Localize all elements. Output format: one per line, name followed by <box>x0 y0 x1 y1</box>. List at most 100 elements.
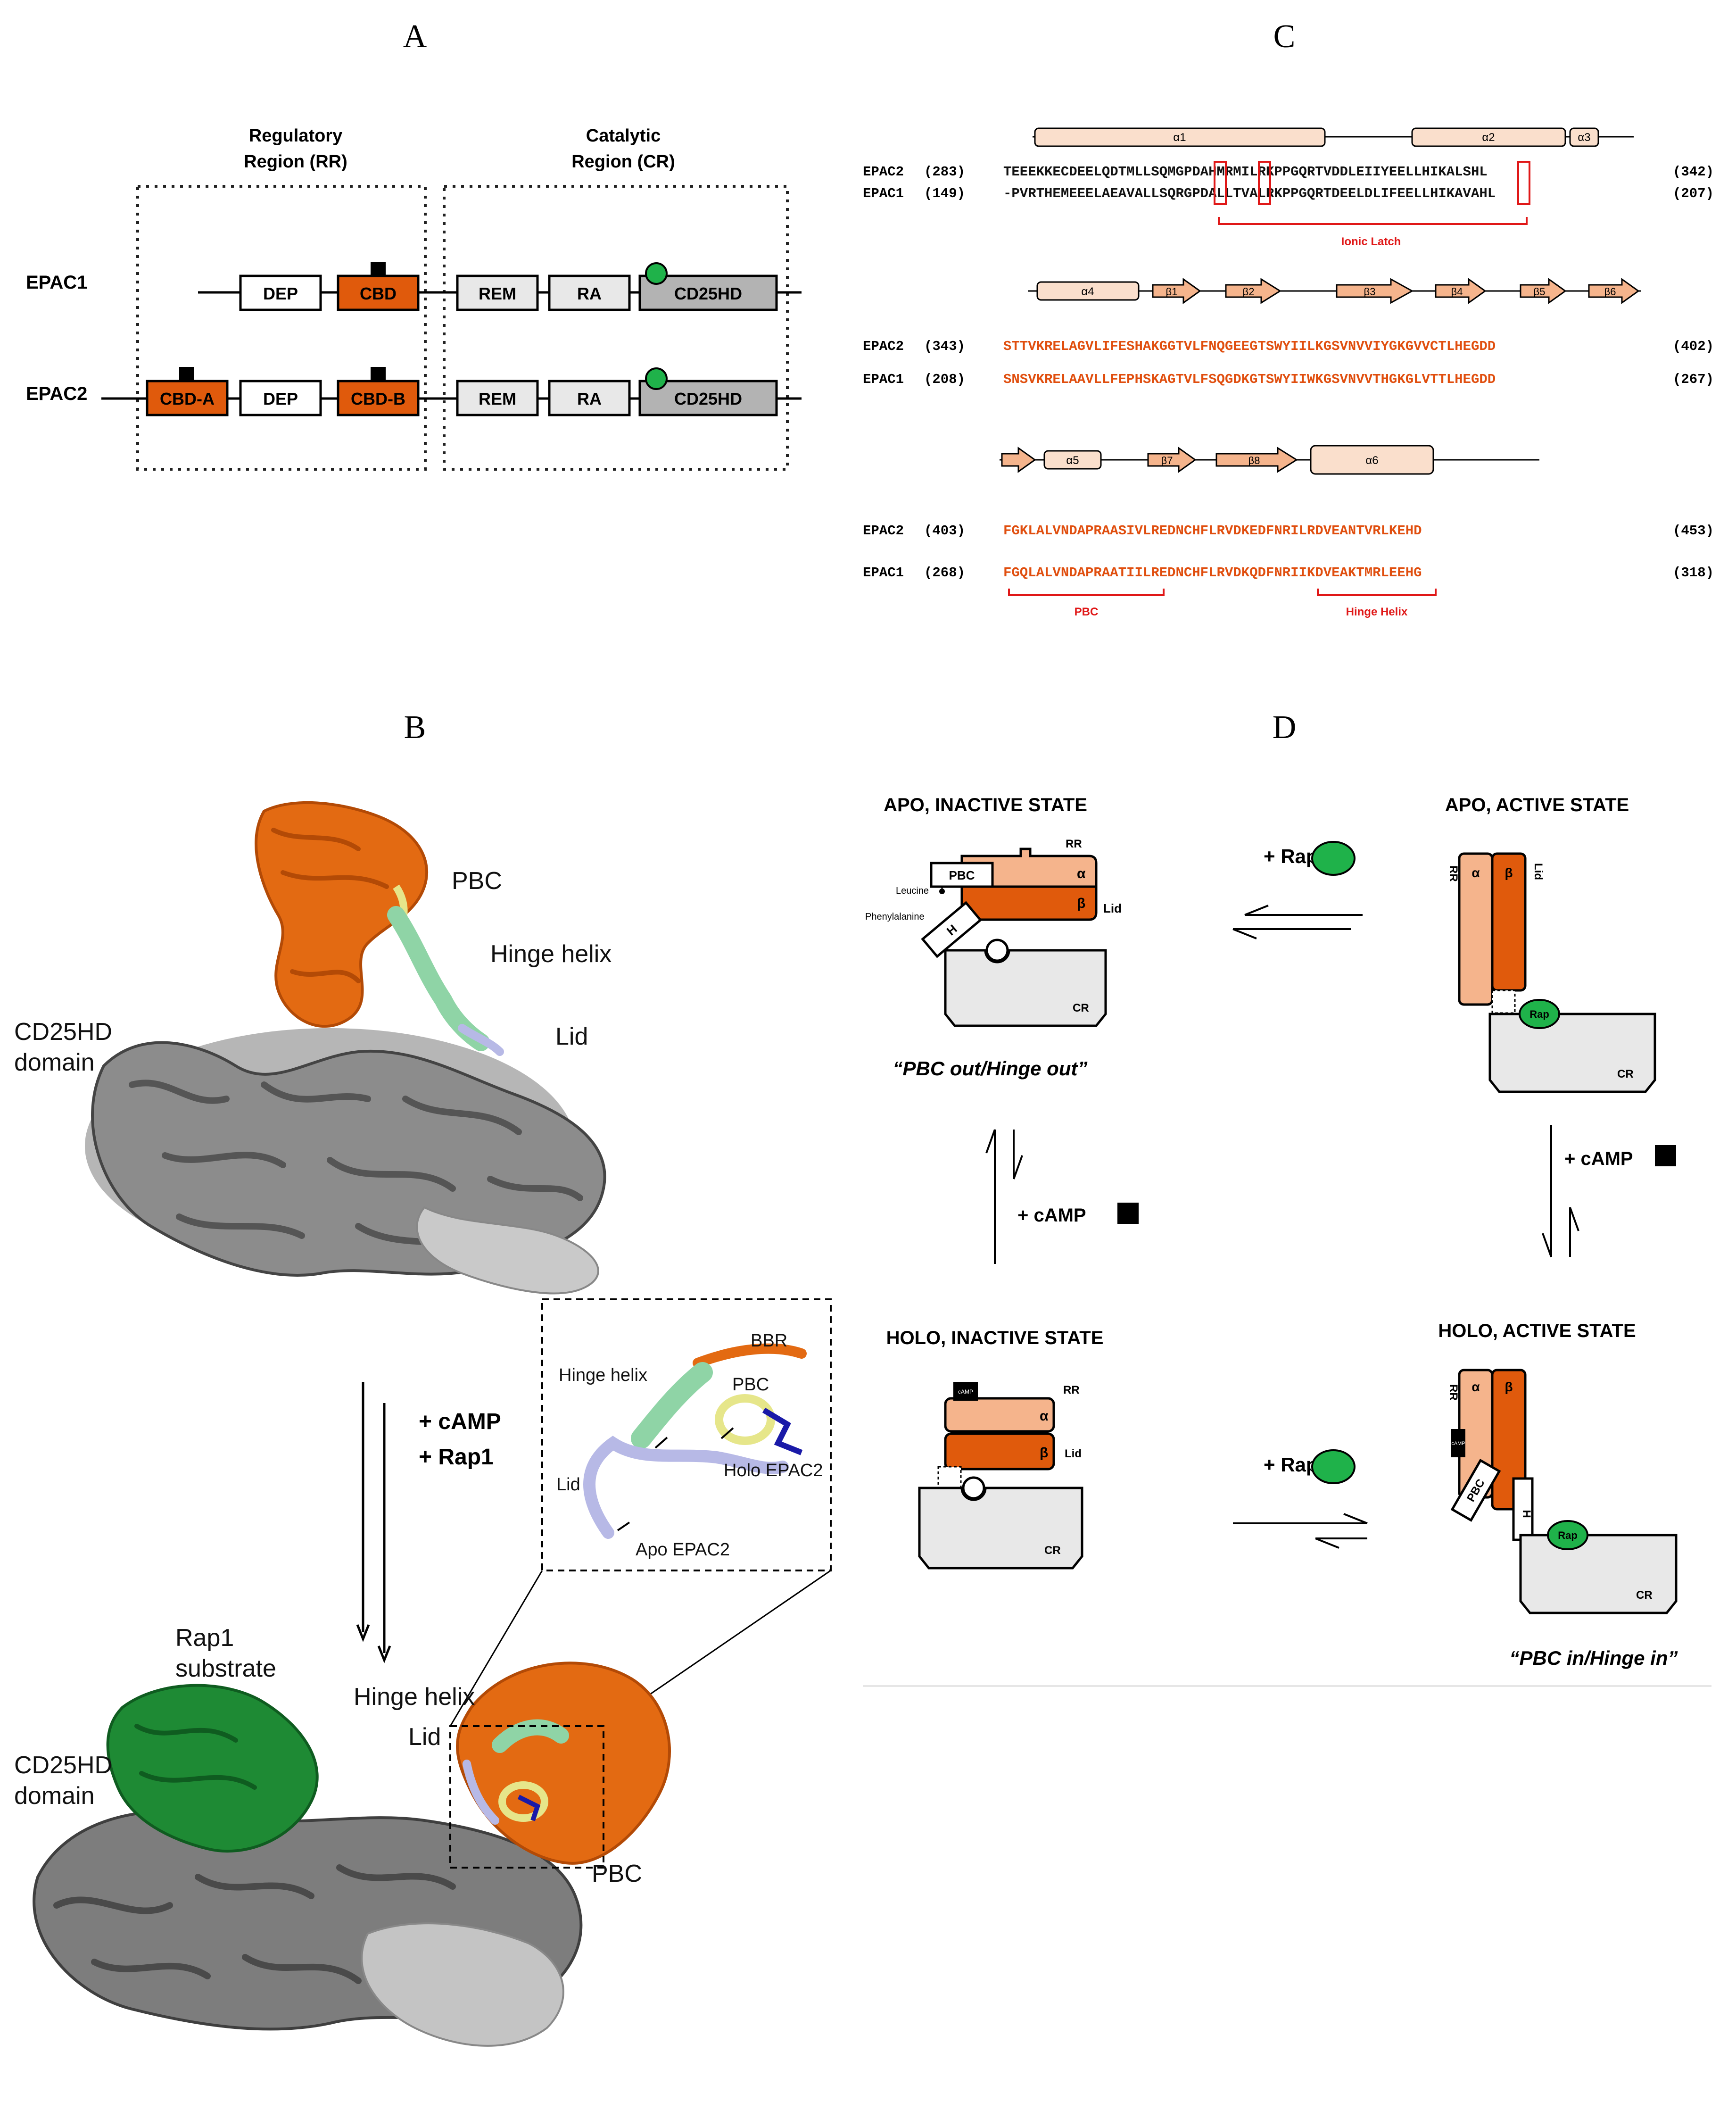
apo-inactive-phenylalanine: Phenylalanine <box>865 912 925 922</box>
apo-active-beta-label: β <box>1505 865 1513 880</box>
block3-secondary-structure: α5 β7 β8 α6 <box>1000 445 1539 475</box>
eq-right-up-barb <box>1569 1207 1579 1231</box>
inset-connector-left <box>449 1570 543 1727</box>
strand-b3-label: β3 <box>1364 286 1376 298</box>
b2-epac1-name: EPAC1 <box>863 372 904 387</box>
apo-active-hinge-dashed <box>1491 989 1516 1014</box>
b1-epac2-seq: TEEEKKECDEELQDTMLLSQMGPDAHMRMILRKPPGQRTV… <box>1003 164 1488 180</box>
strand-b6 <box>1588 278 1640 304</box>
panel-c-sequence-alignment: α1 α2 α3 EPAC2 (283) TEEEKKECDEELQDTMLLS… <box>863 127 1714 618</box>
inset-label-bbr: BBR <box>751 1331 787 1351</box>
holo-inactive-cr-label: CR <box>1044 1544 1061 1557</box>
epac2-cbd-b-label: CBD-B <box>351 389 405 408</box>
cd25hd-top-helices <box>129 1080 583 1253</box>
epac1-cd25hd-domain <box>638 274 778 311</box>
eq-left-camp-square <box>1117 1203 1139 1224</box>
catalytic-title-line1: Catalytic <box>586 126 661 146</box>
eq-top-reverse-barb <box>1232 928 1257 939</box>
apo-active-cr <box>1488 1013 1656 1093</box>
inset-pbc <box>715 1394 775 1445</box>
ionic-latch-label: Ionic Latch <box>1341 235 1401 248</box>
epac2-dep-label: DEP <box>263 389 298 408</box>
apo-inactive-rr: RR <box>1066 838 1082 850</box>
holo-inactive-alpha-label: α <box>1040 1408 1049 1424</box>
panel-label-b: B <box>404 709 426 746</box>
b3-epac1-start: (268) <box>924 565 965 581</box>
helix-a6-label: α6 <box>1365 454 1378 467</box>
helix-a1 <box>1034 127 1326 147</box>
b-label-camp: + cAMP <box>419 1409 501 1434</box>
apo-inactive-alpha-label: α <box>1077 866 1086 881</box>
apo-inactive-pbc-label: PBC <box>949 868 975 882</box>
eq-left-label: + cAMP <box>1017 1205 1086 1226</box>
strand-b3 <box>1336 278 1414 304</box>
eq-top-label: + Rap <box>1264 845 1318 867</box>
regulatory-region-box <box>136 185 427 471</box>
eq-arrow-bottom: + Rap <box>1233 1449 1368 1549</box>
strand-b7 <box>1147 447 1197 473</box>
b-label-hinge-helix-bottom: Hinge helix <box>354 1683 475 1711</box>
holo-active-caption: “PBC in/Hinge in” <box>1510 1647 1678 1669</box>
b1-epac2-end: (342) <box>1673 164 1714 180</box>
epac2-rap-site <box>645 367 668 390</box>
epac2-rem-label: REM <box>479 389 516 408</box>
panel-label-d: D <box>1273 709 1297 746</box>
hinge-helix-bracket <box>1317 589 1437 596</box>
holo-active-rap-label: Rap <box>1558 1529 1578 1541</box>
holo-active-hinge-label: H <box>1520 1510 1533 1518</box>
strand-b8-label: β8 <box>1248 455 1260 466</box>
holo-camp-ligand <box>517 1795 541 1821</box>
epac1-dep-domain <box>239 274 322 311</box>
apo-active-lid: Lid <box>1532 863 1545 880</box>
helix-a5-label: α5 <box>1066 454 1079 467</box>
epac2-cbd-a-camp-site <box>179 367 194 381</box>
apo-active-alpha-label: α <box>1471 865 1480 880</box>
b-label-hinge-helix: Hinge helix <box>490 940 612 968</box>
apo-cbd-orange <box>255 801 504 1056</box>
helix-a1-label: α1 <box>1173 131 1186 144</box>
lid-top <box>458 1024 504 1056</box>
epac2-dep-domain <box>239 380 322 416</box>
regulatory-title-line2: Region (RR) <box>244 152 347 172</box>
epac2-cbd-a-domain <box>146 380 229 416</box>
holo-inactive-state: HOLO, INACTIVE STATE RR α cAMP β Lid CR <box>886 1328 1103 1570</box>
epac1-ra-domain <box>548 274 631 311</box>
epac2-rem-domain <box>456 380 539 416</box>
helix-a6 <box>1310 445 1434 475</box>
b2-epac1-seq: SNSVKRELAAVLLFEPHSKAGTVLFSQGDKGTSWYIIWKG… <box>1003 372 1496 387</box>
holo-inactive-beta <box>944 1432 1055 1471</box>
panel-b-structures: PBC Hinge helix CD25HD domain Lid + cAMP… <box>14 801 832 2047</box>
helix-a3-label: α3 <box>1578 131 1590 144</box>
inset-structure <box>583 1343 807 1539</box>
helix-a3 <box>1569 127 1599 147</box>
inset-arrow-1 <box>654 1437 668 1449</box>
apo-inactive-cr <box>944 949 1107 1027</box>
inset-label-hinge-helix: Hinge helix <box>559 1365 647 1385</box>
hinge-helix-annotation: Hinge Helix <box>1346 606 1408 618</box>
b2-epac1-start: (208) <box>924 372 965 387</box>
inset-label-apo: Apo EPAC2 <box>636 1540 730 1560</box>
apo-inactive-cr-label: CR <box>1073 1002 1089 1014</box>
b-label-cd25hd-top-2: domain <box>14 1049 95 1076</box>
apo-inactive-lid: Lid <box>1103 901 1122 915</box>
b3-epac2-name: EPAC2 <box>863 523 904 539</box>
eq-bottom-forward-barb <box>1343 1513 1368 1524</box>
eq-left-down-barb <box>1013 1155 1023 1180</box>
b1-epac1-name: EPAC1 <box>863 186 904 201</box>
strand-b5 <box>1520 278 1567 304</box>
epac1-cbd-label: CBD <box>360 284 397 303</box>
epac1-cbd-domain <box>337 274 420 311</box>
panel-d-state-diagram: APO, INACTIVE STATE RR α β Lid PBC Leuci… <box>863 795 1711 1687</box>
b-label-lid: Lid <box>555 1023 588 1050</box>
holo-active-rap <box>1547 1520 1588 1550</box>
holo-active-beta <box>1491 1369 1527 1511</box>
apo-active-rap <box>1519 999 1560 1029</box>
apo-inactive-beta <box>960 885 1098 921</box>
pbc-annotation: PBC <box>1075 606 1099 618</box>
inset-label-lid: Lid <box>556 1475 580 1495</box>
eq-bottom-reverse-barb <box>1315 1537 1339 1549</box>
eq-bottom-label: + Rap <box>1264 1454 1318 1476</box>
eq-arrow-top: + Rap <box>1232 841 1363 939</box>
b3-epac2-end: (453) <box>1673 523 1714 539</box>
